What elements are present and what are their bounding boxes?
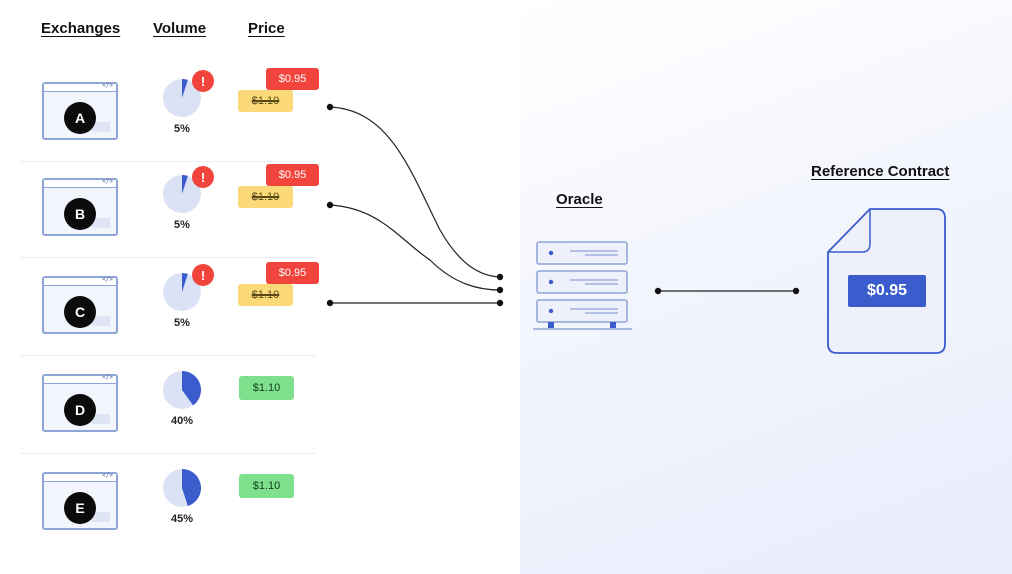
window-panel (92, 218, 110, 228)
row-divider (20, 355, 316, 356)
volume-percent: 45% (170, 513, 194, 525)
connector-line-b (329, 204, 501, 291)
document-fold (828, 209, 871, 253)
reference-contract-label: Reference Contract (811, 163, 950, 180)
connector-dot (326, 103, 334, 111)
exchange-window-icon: </> E (42, 472, 118, 530)
volume-percent: 5% (174, 317, 190, 329)
volume-pie (163, 371, 202, 409)
window-panel (92, 512, 110, 522)
oracle-server-icon (533, 241, 632, 330)
volume-percent: 40% (170, 415, 194, 427)
exchange-letter-badge: C (64, 296, 96, 328)
connector-dot (654, 287, 662, 295)
exchange-letter-badge: D (64, 394, 96, 426)
original-price-badge: $1.10 (238, 284, 293, 306)
connector-dot (326, 201, 334, 209)
connector-dot (496, 286, 504, 294)
alert-icon: ! (192, 264, 214, 286)
header-volume: Volume (153, 20, 207, 37)
price-badge: $1.10 (239, 474, 294, 498)
exchange-row: </> B ! 5% $0.95 $1.10 (20, 160, 319, 258)
oracle-label: Oracle (556, 191, 603, 208)
row-divider (20, 453, 316, 454)
exchange-row: </> C ! 5% $0.95 $1.10 (20, 258, 319, 356)
connector-dot (496, 273, 504, 281)
pie-slice (182, 175, 188, 194)
volume-pie (163, 79, 201, 117)
volume-pie (163, 175, 201, 213)
row-divider (20, 161, 316, 162)
row-divider (20, 257, 316, 258)
exchange-window-icon: </> D (42, 374, 118, 432)
exchange-window-icon: </> C (42, 276, 118, 334)
code-icon: </> (102, 276, 113, 283)
pie-slice (182, 79, 188, 98)
pie-slice (182, 273, 188, 292)
price-badge: $1.10 (239, 376, 294, 400)
connector-dot (496, 299, 504, 307)
window-panel (92, 122, 110, 132)
exchange-letter-badge: A (64, 102, 96, 134)
connector-line-a (329, 106, 501, 278)
volume-pie (163, 273, 201, 311)
connector-dot (326, 299, 334, 307)
manipulated-price-badge: $0.95 (266, 262, 319, 284)
header-exchanges: Exchanges (41, 20, 121, 37)
alert-icon: ! (192, 166, 214, 188)
code-icon: </> (102, 82, 113, 89)
code-icon: </> (102, 472, 113, 479)
original-price-badge: $1.10 (238, 90, 293, 112)
volume-pie (163, 469, 201, 507)
window-panel (92, 316, 110, 326)
original-price-badge: $1.10 (238, 186, 293, 208)
manipulated-price-badge: $0.95 (266, 68, 319, 90)
exchange-row: </> E 45% $1.10 (20, 454, 316, 552)
pie-slice (182, 371, 202, 406)
exchange-window-icon: </> A (42, 82, 118, 140)
code-icon: </> (102, 374, 113, 381)
header-price: Price (248, 20, 285, 37)
exchange-row: </> A ! 5% $0.95 $1.10 (20, 64, 319, 162)
code-icon: </> (102, 178, 113, 185)
window-panel (92, 414, 110, 424)
exchange-letter-badge: E (64, 492, 96, 524)
exchange-letter-badge: B (64, 198, 96, 230)
connector-dot (792, 287, 800, 295)
manipulated-price-badge: $0.95 (266, 164, 319, 186)
exchange-window-icon: </> B (42, 178, 118, 236)
alert-icon: ! (192, 70, 214, 92)
reference-price-badge: $0.95 (848, 275, 926, 307)
exchange-row: </> D 40% $1.10 (20, 356, 316, 454)
pie-slice (182, 469, 201, 507)
volume-percent: 5% (174, 219, 190, 231)
volume-percent: 5% (174, 123, 190, 135)
